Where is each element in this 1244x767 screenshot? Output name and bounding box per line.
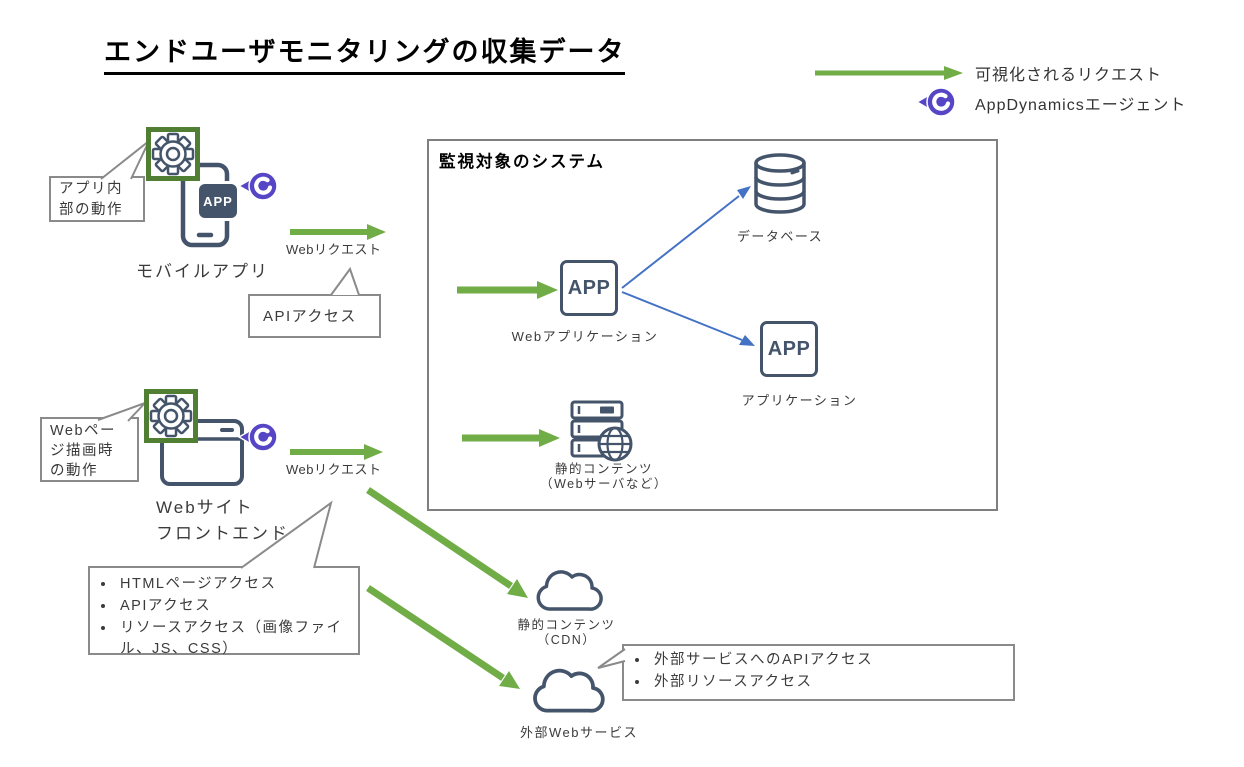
webapp-node-label: Webアプリケーション (511, 329, 659, 344)
bullet-item: HTMLページアクセス (116, 574, 358, 595)
callout-line: アプリ内 (59, 181, 123, 197)
mobile-web-request-label: Webリクエスト (286, 242, 382, 257)
web-gear-icon (144, 389, 198, 443)
cdn-label: 静的コンテンツ （CDN） (494, 618, 639, 648)
cdn-label-line: 静的コンテンツ (517, 618, 616, 632)
callout-line: 部の動作 (59, 202, 123, 218)
bullet-item: 外部リソースアクセス (650, 672, 1013, 693)
system-box-title: 監視対象のシステム (439, 153, 606, 171)
mobile-agent-badge-icon (238, 168, 280, 204)
legend-agent-badge-icon (916, 84, 958, 120)
cdn-cloud-icon (529, 562, 605, 614)
page-title: エンドユーザモニタリングの収集データ (104, 30, 626, 75)
legend-agent-label: AppDynamicsエージェント (975, 97, 1187, 114)
callout-line: APIアクセス (263, 307, 357, 325)
mobile-callout-pointer (100, 140, 150, 180)
mobile-behavior-callout: アプリ内 部の動作 (49, 176, 145, 222)
external-bullets-callout: 外部サービスへのAPIアクセス 外部リソースアクセス (622, 644, 1015, 701)
web-frontend-label: Webサイト フロントエンド (156, 495, 296, 547)
database-label: データベース (736, 229, 824, 244)
web-frontend-label-line: フロントエンド (156, 524, 289, 543)
api-callout-pointer (330, 266, 360, 296)
static-server-label-line: （Webサーバなど） (540, 477, 668, 491)
callout-line: Webペー (50, 423, 117, 439)
static-server-label: 静的コンテンツ （Webサーバなど） (520, 462, 688, 492)
web-agent-badge-icon (238, 419, 280, 455)
mobile-label: モバイルアプリ (136, 262, 269, 281)
bullet-item: APIアクセス (116, 596, 358, 617)
cdn-label-line: （CDN） (536, 633, 597, 647)
mobile-gear-icon (146, 127, 200, 181)
api-access-callout: APIアクセス (248, 294, 381, 338)
callout-line: ジ描画時 (50, 443, 114, 459)
mobile-request-arrow (290, 224, 386, 240)
bullet-item: リソースアクセス（画像ファイル、JS、CSS） (116, 618, 358, 660)
mobile-app-badge: APP (199, 184, 237, 218)
web-render-callout: Webペー ジ描画時 の動作 (40, 417, 139, 482)
webapp-node: APP (560, 260, 618, 316)
callout-line: の動作 (50, 463, 98, 479)
application-node: APP (760, 321, 818, 377)
external-service-label: 外部Webサービス (520, 725, 638, 740)
legend-request-label: 可視化されるリクエスト (975, 67, 1163, 84)
web-request-arrow (290, 444, 383, 460)
database-icon (752, 152, 808, 216)
web-web-request-label: Webリクエスト (286, 462, 382, 477)
static-server-label-line: 静的コンテンツ (554, 462, 653, 476)
web-bullets-callout: HTMLページアクセス APIアクセス リソースアクセス（画像ファイル、JS、C… (88, 566, 360, 657)
legend-request-arrow (815, 66, 963, 80)
bullet-item: 外部サービスへのAPIアクセス (650, 650, 1013, 671)
web-frontend-label-line: Webサイト (156, 498, 254, 517)
system-box: 監視対象のシステム (427, 139, 998, 511)
static-server-icon (570, 400, 634, 464)
external-cloud-icon (525, 659, 607, 717)
application-node-label: アプリケーション (741, 393, 858, 408)
